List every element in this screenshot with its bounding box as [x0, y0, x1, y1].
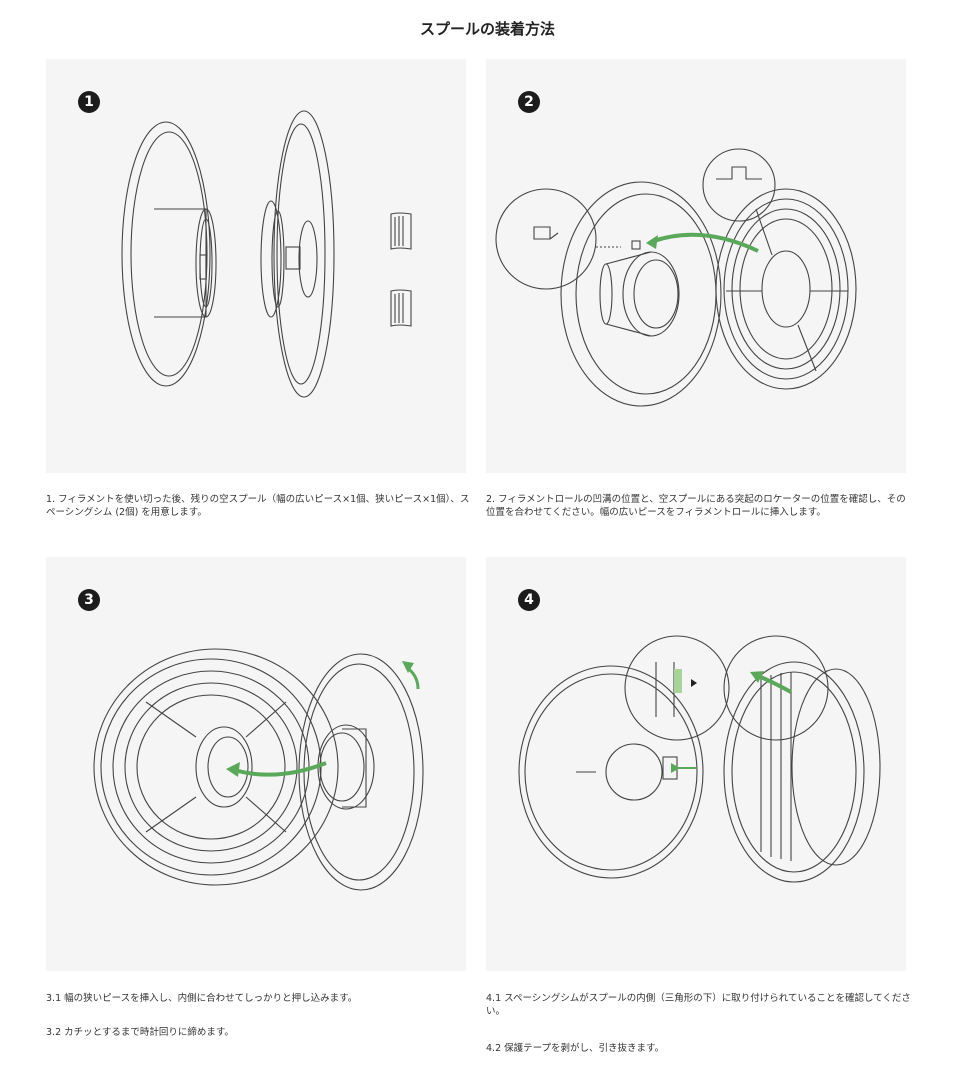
step-1-caption: 1. フィラメントを使い切った後、残りの空スプール（幅の広いピース×1個、狭いピ… [46, 493, 471, 519]
spacer-and-tape-drawing [486, 557, 906, 971]
step-2-caption: 2. フィラメントロールの凹溝の位置と、空スプールにある突起のロケーターの位置を… [486, 493, 911, 519]
step-4-caption-1: 4.1 スペーシングシムがスプールの内側（三角形の下）に取り付けられていることを… [486, 992, 911, 1018]
step-1-badge: 1 [78, 91, 100, 113]
step-4-badge: 4 [518, 589, 540, 611]
step-3-caption-2: 3.2 カチッとするまで時計回りに締めます。 [46, 1026, 471, 1039]
step-3-caption-1: 3.1 幅の狭いピースを挿入し、内側に合わせてしっかりと押し込みます。 [46, 992, 471, 1005]
step-3-illustration: 3 [46, 557, 466, 971]
page-title: スプールの装着方法 [0, 18, 975, 39]
insert-wide-piece-drawing [486, 59, 906, 473]
attach-narrow-piece-drawing [46, 557, 466, 971]
step-2-illustration: 2 [486, 59, 906, 473]
step-1-illustration: 1 [46, 59, 466, 473]
empty-spool-parts-drawing [46, 59, 466, 473]
step-3-badge: 3 [78, 589, 100, 611]
step-4-illustration: 4 [486, 557, 906, 971]
step-4-caption-2: 4.2 保護テープを剥がし、引き抜きます。 [486, 1042, 911, 1055]
step-2-badge: 2 [518, 91, 540, 113]
